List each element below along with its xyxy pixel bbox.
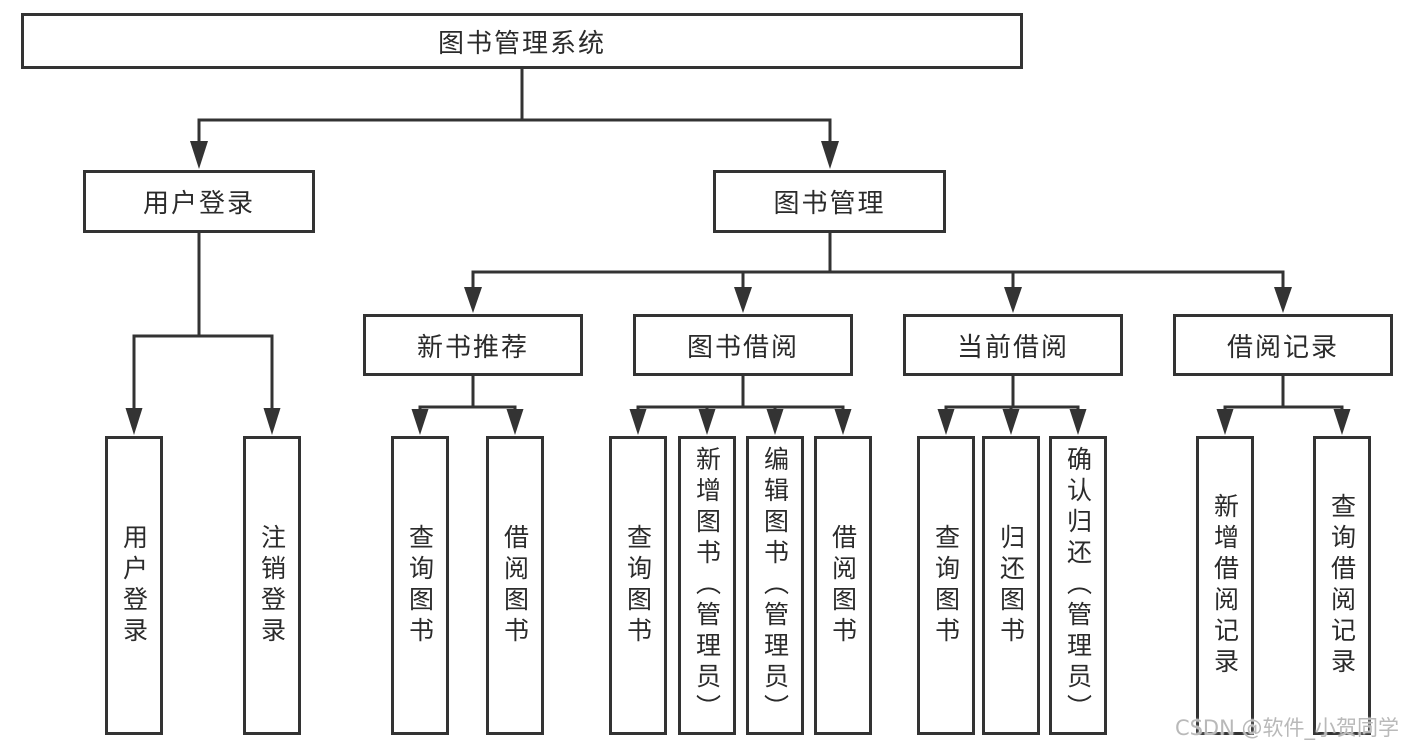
leaf-current-confirm-admin: 确认归还（管理员） <box>1049 436 1107 735</box>
leaf-newbook-query-label: 查询图书 <box>405 523 435 648</box>
leaf-borrow-borrow-label: 借阅图书 <box>828 523 858 648</box>
node-new-book-recommend-label: 新书推荐 <box>416 332 529 363</box>
leaf-user-login: 用户登录 <box>105 436 163 735</box>
leaf-record-add-label: 新增借阅记录 <box>1210 492 1240 679</box>
leaf-current-return-label: 归还图书 <box>996 523 1026 648</box>
leaf-record-add: 新增借阅记录 <box>1196 436 1254 735</box>
leaf-newbook-borrow-label: 借阅图书 <box>500 523 530 648</box>
node-borrow-records-label: 借阅记录 <box>1226 332 1339 363</box>
node-user-login: 用户登录 <box>83 170 315 233</box>
leaf-current-return: 归还图书 <box>982 436 1040 735</box>
leaf-record-query-label: 查询借阅记录 <box>1327 492 1357 679</box>
leaf-record-query: 查询借阅记录 <box>1313 436 1371 735</box>
leaf-newbook-query: 查询图书 <box>391 436 449 735</box>
node-new-book-recommend: 新书推荐 <box>363 314 583 376</box>
node-current-borrow-label: 当前借阅 <box>956 332 1069 363</box>
leaf-borrow-add-admin: 新增图书（管理员） <box>678 436 736 735</box>
leaf-user-logout-label: 注销登录 <box>257 523 287 648</box>
node-book-borrow-label: 图书借阅 <box>686 332 799 363</box>
csdn-watermark: CSDN @软件_小贺同学 <box>1174 716 1399 740</box>
node-current-borrow: 当前借阅 <box>903 314 1123 376</box>
leaf-borrow-edit-admin: 编辑图书（管理员） <box>746 436 804 735</box>
leaf-current-confirm-admin-label: 确认归还（管理员） <box>1063 446 1093 725</box>
node-borrow-records: 借阅记录 <box>1173 314 1393 376</box>
leaf-user-login-label: 用户登录 <box>119 523 149 648</box>
leaf-borrow-query-label: 查询图书 <box>623 523 653 648</box>
node-user-login-label: 用户登录 <box>142 189 255 219</box>
leaf-newbook-borrow: 借阅图书 <box>486 436 544 735</box>
leaf-borrow-edit-admin-label: 编辑图书（管理员） <box>760 446 790 725</box>
leaf-borrow-add-admin-label: 新增图书（管理员） <box>692 446 722 725</box>
leaf-borrow-query: 查询图书 <box>609 436 667 735</box>
node-root-system: 图书管理系统 <box>21 13 1023 69</box>
leaf-current-query-label: 查询图书 <box>931 523 961 648</box>
node-book-management-label: 图书管理 <box>773 189 886 219</box>
node-book-management: 图书管理 <box>713 170 946 233</box>
leaf-user-logout: 注销登录 <box>243 436 301 735</box>
node-book-borrow: 图书借阅 <box>633 314 853 376</box>
leaf-borrow-borrow: 借阅图书 <box>814 436 872 735</box>
node-root-system-label: 图书管理系统 <box>437 28 606 59</box>
leaf-current-query: 查询图书 <box>917 436 975 735</box>
